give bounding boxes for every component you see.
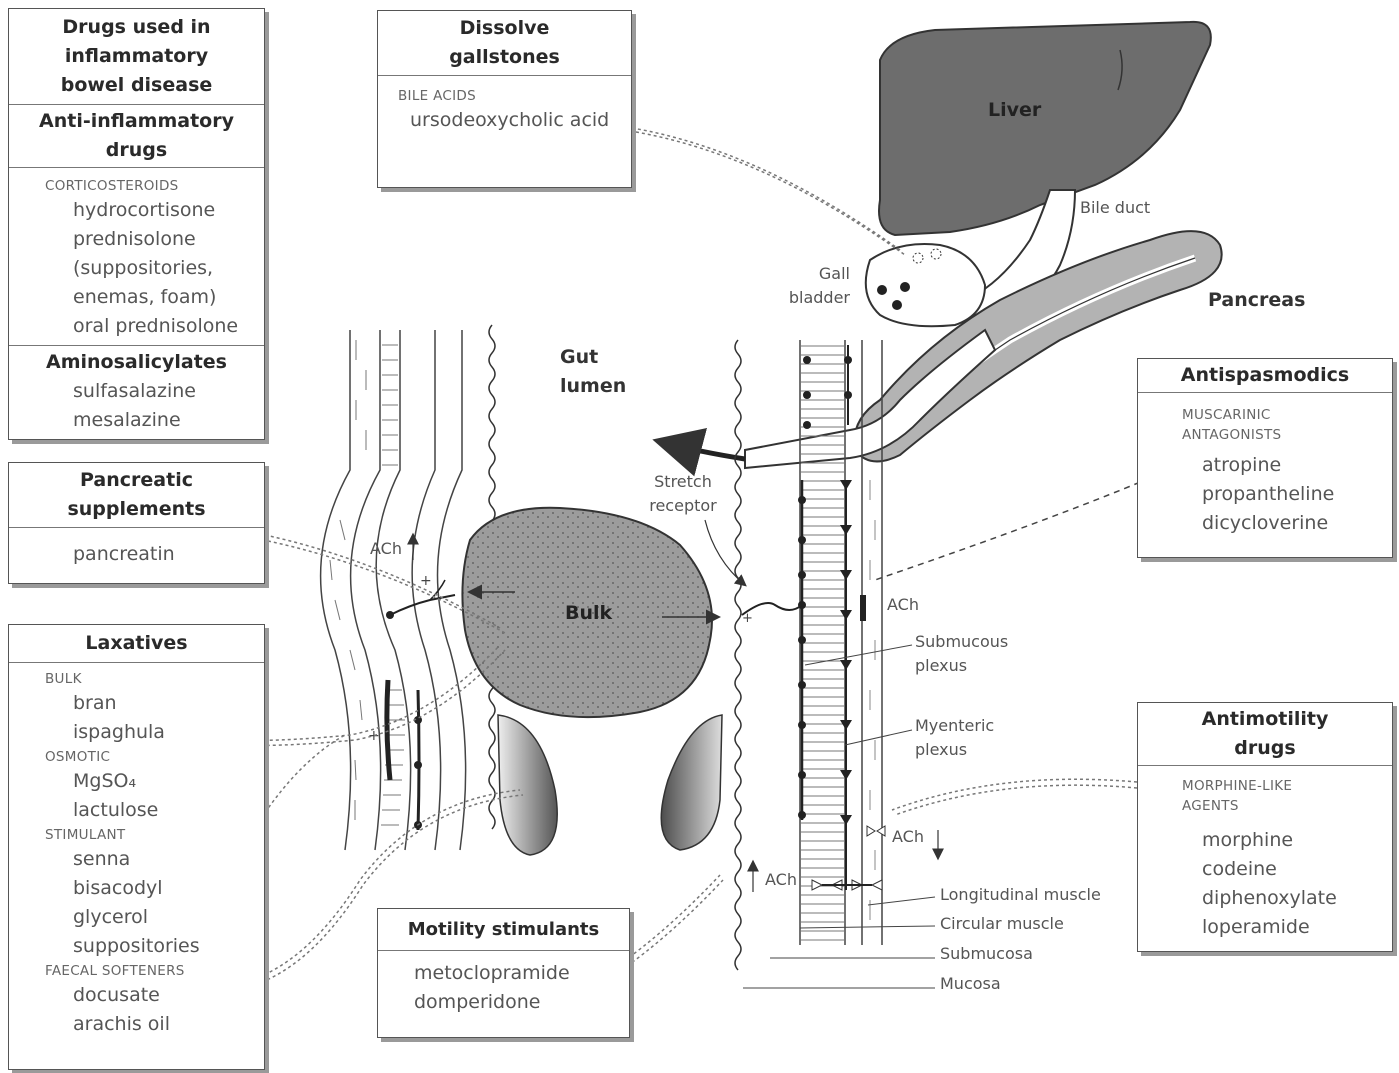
gall-bladder-shape: [866, 244, 985, 326]
synapse-symbol: [867, 826, 885, 836]
drug-item: propantheline: [1138, 480, 1392, 509]
left-wall-line: [351, 330, 381, 850]
drug-item: ispaghula: [9, 718, 264, 747]
liver-label: Liver: [988, 96, 1041, 125]
morphine-like-category: MORPHINE-LIKE AGENTS: [1138, 776, 1392, 816]
drug-item: atropine: [1138, 451, 1392, 480]
gallstones-drugs: BILE ACIDS ursodeoxycholic acid: [378, 75, 631, 145]
drug-item: bran: [9, 689, 264, 718]
ach-label-left: ACh: [370, 537, 402, 561]
stretch-receptor-label: Stretch receptor: [642, 470, 724, 518]
drug-item: bisacodyl: [9, 874, 264, 903]
drug-item: glycerol: [9, 903, 264, 932]
pancreatic-drugs: pancreatin: [9, 527, 264, 581]
drug-item: enemas, foam): [9, 283, 264, 312]
left-muscle-hatching: [381, 345, 405, 825]
pancreas-label: Pancreas: [1208, 286, 1305, 315]
anti-inflammatory-title: Anti-inflammatory drugs: [9, 104, 264, 167]
circular-muscle-label: Circular muscle: [940, 912, 1064, 936]
drug-item: morphine: [1138, 826, 1392, 855]
villus-left: [498, 715, 557, 855]
drug-item: sulfasalazine: [9, 377, 264, 406]
gallstones-box: Dissolve gallstones BILE ACIDS ursodeoxy…: [377, 10, 632, 188]
drug-item: hydrocortisone: [9, 196, 264, 225]
bulk-category: BULK: [9, 669, 264, 689]
gallstone: [892, 300, 902, 310]
antimotility-drugs: MORPHINE-LIKE AGENTS morphine codeine di…: [1138, 765, 1392, 952]
drug-item: senna: [9, 845, 264, 874]
osmotic-category: OSMOTIC: [9, 747, 264, 767]
drug-item: dicycloverine: [1138, 509, 1392, 538]
left-nerve: [390, 595, 455, 615]
drug-item: suppositories: [9, 932, 264, 961]
submucous-plexus-label: Submucous plexus: [915, 630, 1025, 678]
corticosteroids-category: CORTICOSTEROIDS: [9, 176, 264, 196]
drug-item: codeine: [1138, 855, 1392, 884]
drug-item: MgSO₄: [9, 767, 264, 796]
laxatives-title: Laxatives: [9, 625, 264, 662]
longitudinal-muscle-label: Longitudinal muscle: [940, 883, 1101, 907]
bile-acids-category: BILE ACIDS: [378, 86, 631, 106]
drug-item: ursodeoxycholic acid: [378, 106, 631, 135]
antispasmodics-drugs: MUSCARINIC ANTAGONISTS atropine propanth…: [1138, 392, 1392, 550]
left-myenteric-plexus: [387, 680, 390, 780]
drug-item: (suppositories,: [9, 254, 264, 283]
antimotility-box: Antimotility drugs MORPHINE-LIKE AGENTS …: [1137, 702, 1393, 952]
ach-release-bar: [860, 595, 866, 621]
svg-text:+: +: [742, 611, 753, 626]
drug-item: lactulose: [9, 796, 264, 825]
stimulant-category: STIMULANT: [9, 825, 264, 845]
drug-item: metoclopramide: [378, 959, 629, 988]
left-long-muscle-ticks: [330, 340, 366, 820]
secretion-arrow: [662, 442, 745, 459]
pancreatic-supplements-box: Pancreatic supplements pancreatin: [8, 462, 265, 584]
right-circular-muscle-hatch: [801, 340, 844, 945]
drug-item: loperamide: [1138, 913, 1392, 942]
drug-item: docusate: [9, 981, 264, 1010]
ach-label-right: ACh: [887, 593, 919, 617]
antimotility-title: Antimotility drugs: [1138, 703, 1392, 765]
drug-item: diphenoxylate: [1138, 884, 1392, 913]
ibd-title: Drugs used in inflammatory bowel disease: [9, 9, 264, 104]
ibd-drugs-box: Drugs used in inflammatory bowel disease…: [8, 8, 265, 440]
motility-drugs: metoclopramide domperidone: [378, 950, 629, 1025]
gallstones-title: Dissolve gallstones: [378, 11, 631, 75]
drug-item: domperidone: [378, 988, 629, 1017]
aminosalicylates-section: Aminosalicylates sulfasalazine mesalazin…: [9, 345, 264, 443]
right-long-muscle-ticks: [870, 480, 875, 920]
submucosa-label: Submucosa: [940, 942, 1033, 966]
ach-label-lower: ACh: [892, 825, 924, 849]
mucosa-label: Mucosa: [940, 972, 1001, 996]
faecal-softeners-category: FAECAL SOFTENERS: [9, 961, 264, 981]
gallstone: [900, 282, 910, 292]
gut-lumen-label: Gut lumen: [560, 343, 630, 401]
left-wall-outer: [321, 330, 351, 850]
drug-item: arachis oil: [9, 1010, 264, 1039]
aminosalicylates-title: Aminosalicylates: [9, 348, 264, 377]
ach-label-bottom: ACh: [765, 868, 797, 892]
bile-duct-label: Bile duct: [1080, 196, 1150, 220]
drug-item: prednisolone: [9, 225, 264, 254]
muscarinic-category: MUSCARINIC ANTAGONISTS: [1138, 405, 1392, 445]
motility-stimulants-box: Motility stimulants metoclopramide dompe…: [377, 908, 630, 1038]
laxatives-box: Laxatives BULK bran ispaghula OSMOTIC Mg…: [8, 624, 265, 1070]
antispasmodics-box: Antispasmodics MUSCARINIC ANTAGONISTS at…: [1137, 358, 1393, 558]
gallstone: [877, 285, 887, 295]
right-mucosa-wavy: [735, 340, 741, 970]
drug-item: oral prednisolone: [9, 312, 264, 341]
myenteric-plexus-label: Myenteric plexus: [915, 714, 1015, 762]
bulk-label: Bulk: [565, 599, 612, 628]
villus-right: [661, 715, 722, 850]
laxatives-list: BULK bran ispaghula OSMOTIC MgSO₄ lactul…: [9, 662, 264, 1045]
pancreatic-title: Pancreatic supplements: [9, 463, 264, 527]
drug-item: mesalazine: [9, 406, 264, 435]
left-wall-inner: [438, 330, 466, 850]
motility-title: Motility stimulants: [378, 909, 629, 950]
svg-text:+: +: [420, 573, 432, 589]
corticosteroids-section: CORTICOSTEROIDS hydrocortisone prednisol…: [9, 167, 264, 345]
drug-item: pancreatin: [9, 540, 264, 569]
gall-bladder-label: Gall bladder: [780, 262, 850, 310]
antispasmodics-title: Antispasmodics: [1138, 359, 1392, 392]
